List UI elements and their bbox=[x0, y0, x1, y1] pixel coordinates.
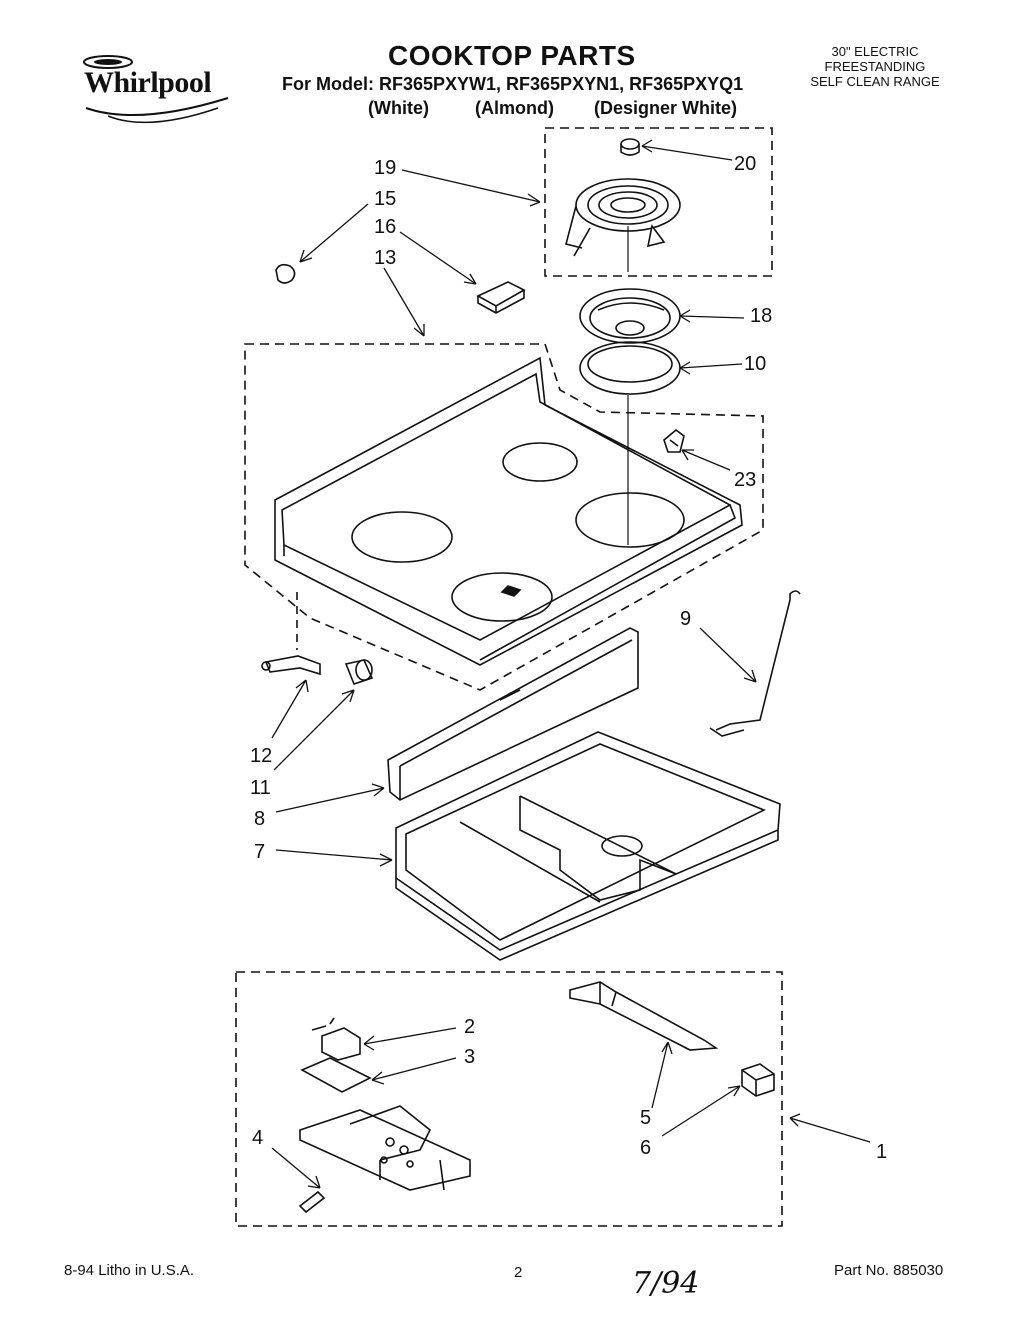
callout-2: 2 bbox=[464, 1016, 475, 1038]
part-2-switch bbox=[311, 1017, 361, 1061]
callout-9: 9 bbox=[680, 608, 691, 630]
part-11-grommet bbox=[344, 659, 374, 685]
part-12-connector bbox=[261, 655, 321, 676]
leader-15 bbox=[299, 203, 369, 263]
leader-12 bbox=[271, 679, 309, 739]
leader-9 bbox=[699, 627, 757, 683]
leader-11 bbox=[273, 689, 355, 771]
spec-line: SELF CLEAN RANGE bbox=[810, 74, 940, 89]
part-20-cap bbox=[620, 138, 640, 156]
callout-16: 16 bbox=[374, 216, 396, 238]
callout-11: 11 bbox=[250, 777, 271, 799]
element-group-box bbox=[544, 127, 773, 277]
part-5-flat-bracket bbox=[569, 981, 719, 1051]
callout-3: 3 bbox=[464, 1046, 475, 1068]
spec-line: 30" ELECTRIC bbox=[831, 44, 919, 59]
callout-4: 4 bbox=[252, 1127, 263, 1149]
leader-7 bbox=[275, 849, 393, 867]
spec-line: FREESTANDING bbox=[824, 59, 926, 74]
leader-lines bbox=[271, 139, 871, 1189]
color-designer-white: (Designer White) bbox=[594, 98, 738, 118]
leader-4 bbox=[271, 1147, 321, 1189]
part-6-block bbox=[741, 1063, 775, 1097]
handwritten-note: 7/94 bbox=[632, 1266, 700, 1301]
part-3-insulator bbox=[300, 1057, 372, 1093]
part-13-cooktop bbox=[274, 356, 743, 666]
leader-6 bbox=[661, 1085, 741, 1137]
color-white: (White) bbox=[368, 98, 429, 118]
callout-23: 23 bbox=[734, 469, 756, 491]
footer-page-number: 2 bbox=[514, 1264, 523, 1281]
callout-5: 5 bbox=[640, 1107, 651, 1129]
callout-18: 18 bbox=[750, 305, 772, 327]
control-group-box bbox=[235, 971, 783, 1227]
callout-15: 15 bbox=[374, 188, 396, 210]
callout-6: 6 bbox=[640, 1137, 651, 1159]
part-7-burner-box bbox=[395, 731, 781, 961]
part-18-drip-bowl bbox=[579, 288, 681, 344]
part-23-bracket bbox=[663, 428, 685, 453]
leader-13 bbox=[383, 267, 425, 337]
leader-16 bbox=[399, 231, 477, 285]
footer-date-litho: 8-94 Litho in U.S.A. bbox=[64, 1262, 195, 1279]
callout-10: 10 bbox=[744, 353, 766, 375]
cooktop-group-box bbox=[244, 343, 764, 691]
leader-19 bbox=[401, 169, 541, 207]
callout-7: 7 bbox=[254, 841, 265, 863]
callout-12: 12 bbox=[250, 745, 272, 767]
leader-10 bbox=[679, 361, 743, 375]
model-line: For Model: RF365PXYW1, RF365PXYN1, RF365… bbox=[282, 74, 744, 94]
part-19-surface-element bbox=[565, 178, 681, 272]
part-10-trim-ring bbox=[579, 341, 681, 395]
part-16-terminal-block bbox=[476, 281, 526, 314]
whirlpool-swoosh-icon bbox=[83, 55, 229, 124]
footer-part-number: Part No. 885030 bbox=[834, 1262, 944, 1279]
leader-18 bbox=[679, 309, 745, 323]
whirlpool-logo bbox=[78, 48, 238, 134]
part-15-clip bbox=[275, 263, 296, 284]
leader-5 bbox=[651, 1041, 673, 1109]
part-8-front-panel bbox=[387, 627, 639, 801]
leader-8 bbox=[275, 783, 385, 813]
callout-8: 8 bbox=[254, 808, 265, 830]
range-spec: 30" ELECTRIC FREESTANDING SELF CLEAN RAN… bbox=[785, 44, 965, 89]
leader-20 bbox=[641, 139, 733, 161]
leader-2 bbox=[363, 1027, 457, 1051]
color-almond: (Almond) bbox=[475, 98, 554, 118]
part-9-support-rod bbox=[709, 590, 801, 737]
part-4-clip bbox=[298, 1190, 326, 1214]
leader-3 bbox=[371, 1057, 457, 1085]
logo-wordmark: Whirlpool bbox=[84, 66, 212, 99]
callout-20: 20 bbox=[734, 153, 756, 175]
callout-19: 19 bbox=[374, 157, 396, 179]
part-1-bracket-assembly bbox=[299, 1105, 471, 1191]
page-title: COOKTOP PARTS bbox=[388, 40, 636, 71]
leader-1 bbox=[789, 1113, 871, 1143]
callout-1: 1 bbox=[876, 1141, 887, 1163]
leader-23 bbox=[681, 449, 731, 471]
callout-13: 13 bbox=[374, 247, 396, 269]
